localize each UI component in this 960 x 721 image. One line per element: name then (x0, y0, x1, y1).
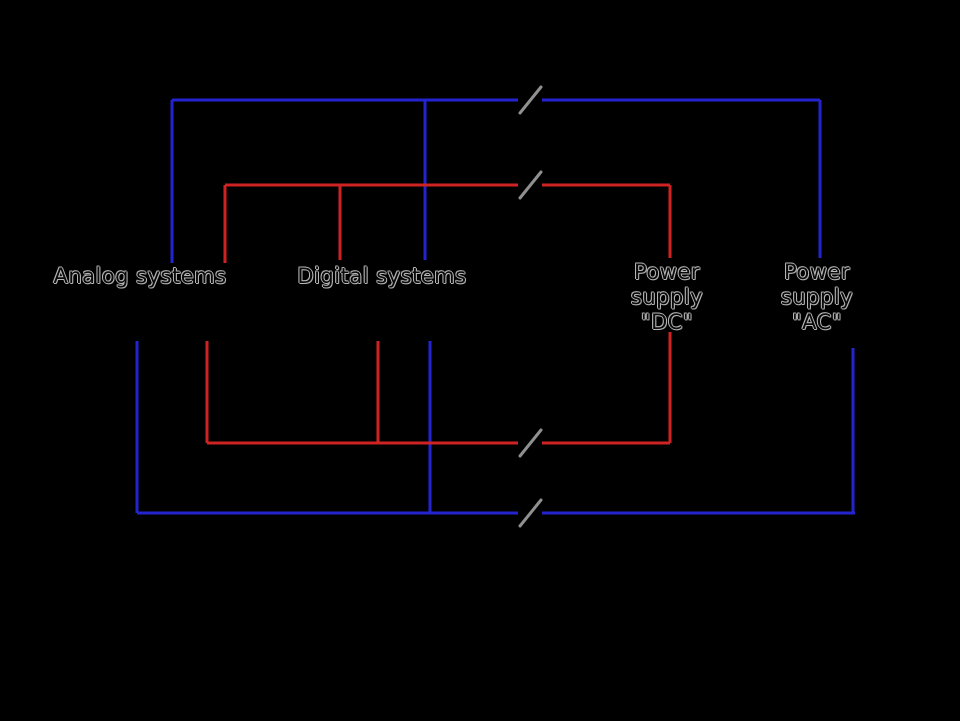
cable-break-slash-icon (518, 428, 543, 458)
dc-bus-group (205, 183, 672, 445)
node-label-digital-systems: Digital systems (297, 264, 467, 288)
cable-break-marks (518, 85, 543, 528)
cable-break-slash-icon (518, 170, 543, 200)
node-label-power-supply-dc: Power supply "DC" (630, 260, 704, 334)
node-label-analog-systems: Analog systems (53, 264, 227, 288)
ac-bus-group (135, 98, 855, 515)
cable-break-slash-icon (518, 85, 543, 115)
node-label-power-supply-ac: Power supply "AC" (780, 260, 854, 334)
cable-break-slash-icon (518, 498, 543, 528)
